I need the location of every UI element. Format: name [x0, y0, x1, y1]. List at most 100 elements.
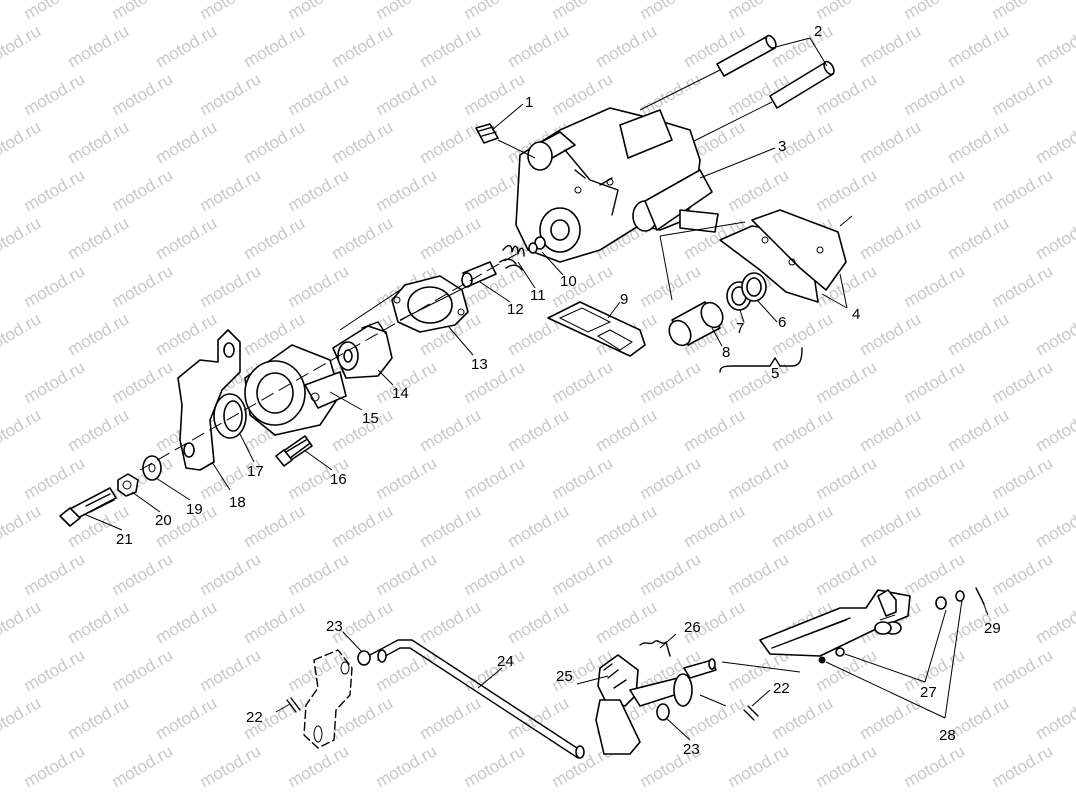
watermark-text: motod.ru	[945, 405, 1013, 455]
callout-29: 29	[984, 620, 1001, 637]
watermark-text: motod.ru	[21, 357, 89, 407]
watermark-text: motod.ru	[989, 0, 1057, 23]
watermark-text: motod.ru	[637, 0, 705, 23]
watermark-text: motod.ru	[857, 405, 925, 455]
watermark-text: motod.ru	[813, 0, 881, 23]
watermark-text: motod.ru	[593, 501, 661, 551]
callout-7: 7	[736, 320, 744, 337]
watermark-text: motod.ru	[153, 213, 221, 263]
washer-bottom	[656, 703, 670, 721]
watermark-text: motod.ru	[813, 741, 881, 791]
watermark-text: motod.ru	[417, 405, 485, 455]
watermark-text: motod.ru	[505, 501, 573, 551]
caliper-body	[515, 107, 719, 263]
watermark-text: motod.ru	[901, 165, 969, 215]
watermark-text: motod.ru	[417, 117, 485, 167]
callout-12: 12	[507, 301, 524, 318]
watermark-text: motod.ru	[461, 741, 529, 791]
watermark-text: motod.ru	[461, 0, 529, 23]
watermark-text: motod.ru	[989, 741, 1057, 791]
watermark-text: motod.ru	[0, 597, 44, 647]
bushing-27-lower	[835, 647, 845, 657]
cam-bolt	[275, 435, 313, 467]
watermark-text: motod.ru	[329, 117, 397, 167]
watermark-text: motod.ru	[1033, 309, 1076, 359]
watermark-text: motod.ru	[593, 21, 661, 71]
watermark-text: motod.ru	[241, 21, 309, 71]
watermark-text: motod.ru	[901, 453, 969, 503]
watermark-text: motod.ru	[417, 21, 485, 71]
watermark-text: motod.ru	[681, 501, 749, 551]
callout-6: 6	[778, 314, 786, 331]
callout-15: 15	[362, 410, 379, 427]
watermark-text: motod.ru	[109, 645, 177, 695]
watermark-text: motod.ru	[857, 21, 925, 71]
watermark-text: motod.ru	[813, 357, 881, 407]
watermark-text: motod.ru	[725, 741, 793, 791]
callout-22-left: 22	[246, 709, 263, 726]
callout-10: 10	[560, 273, 577, 290]
brake-pad-set	[719, 209, 853, 303]
mounting-hardware	[59, 455, 162, 527]
watermark-text: motod.ru	[857, 501, 925, 551]
watermark-text: motod.ru	[373, 69, 441, 119]
watermark-text: motod.ru	[549, 453, 617, 503]
watermark-text: motod.ru	[241, 213, 309, 263]
watermark-text: motod.ru	[197, 69, 265, 119]
watermark-text: motod.ru	[65, 21, 133, 71]
callout-26: 26	[684, 619, 701, 636]
watermark-text: motod.ru	[857, 213, 925, 263]
watermark-text: motod.ru	[989, 69, 1057, 119]
watermark-text: motod.ru	[505, 693, 573, 743]
watermark-text: motod.ru	[21, 645, 89, 695]
watermark-text: motod.ru	[945, 501, 1013, 551]
watermark-text: motod.ru	[1033, 213, 1076, 263]
watermark-text: motod.ru	[593, 597, 661, 647]
watermark-text: motod.ru	[109, 453, 177, 503]
watermark-text: motod.ru	[417, 501, 485, 551]
watermark-text: motod.ru	[945, 309, 1013, 359]
watermark-text: motod.ru	[21, 69, 89, 119]
callout-2: 2	[814, 23, 822, 40]
watermark-text: motod.ru	[637, 453, 705, 503]
bushing-27	[935, 596, 947, 610]
watermark-text: motod.ru	[857, 309, 925, 359]
brake-pad	[547, 301, 646, 357]
watermark-text: motod.ru	[65, 405, 133, 455]
cam-housing	[244, 344, 347, 436]
watermark-text: motod.ru	[153, 597, 221, 647]
watermark-text: motod.ru	[901, 261, 969, 311]
callout-3: 3	[778, 138, 786, 155]
watermark-text: motod.ru	[285, 261, 353, 311]
watermark-text: motod.ru	[901, 357, 969, 407]
watermark-text: motod.ru	[241, 597, 309, 647]
watermark-text: motod.ru	[769, 693, 837, 743]
watermark-text: motod.ru	[989, 261, 1057, 311]
watermark-text: motod.ru	[0, 405, 44, 455]
watermark-text: motod.ru	[241, 117, 309, 167]
watermark-text: motod.ru	[989, 645, 1057, 695]
watermark-text: motod.ru	[593, 405, 661, 455]
watermark-text: motod.ru	[813, 549, 881, 599]
footrest-bracket	[759, 589, 911, 657]
callout-1: 1	[525, 94, 533, 111]
watermark-text: motod.ru	[417, 597, 485, 647]
callout-5: 5	[771, 365, 779, 382]
washer-28-top	[955, 590, 965, 602]
watermark-text: motod.ru	[109, 549, 177, 599]
leader-lines	[83, 37, 989, 741]
callout-9: 9	[620, 291, 628, 308]
callout-13: 13	[471, 356, 488, 373]
watermark-text: motod.ru	[461, 549, 529, 599]
watermark-text: motod.ru	[153, 117, 221, 167]
watermark-text: motod.ru	[549, 357, 617, 407]
return-spring	[639, 640, 671, 657]
watermark-text: motod.ru	[329, 21, 397, 71]
watermark-text: motod.ru	[857, 693, 925, 743]
callout-22-right: 22	[773, 680, 790, 697]
watermark-text: motod.ru	[0, 21, 44, 71]
watermark-text: motod.ru	[725, 453, 793, 503]
watermark-text: motod.ru	[21, 453, 89, 503]
watermark-text: motod.ru	[109, 0, 177, 23]
watermark-text: motod.ru	[373, 0, 441, 23]
